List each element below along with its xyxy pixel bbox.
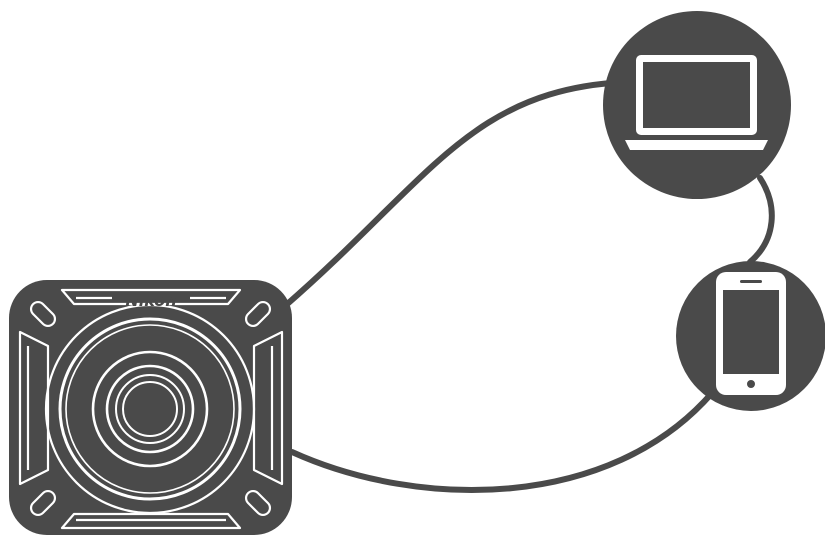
cable-camera-to-smartphone — [292, 393, 712, 490]
camera-icon: Nikon — [9, 280, 292, 535]
smartphone-icon — [716, 272, 786, 395]
laptop-device — [603, 11, 791, 199]
cable-camera-to-laptop — [285, 82, 625, 306]
camera-brand-logo: Nikon — [125, 291, 176, 310]
smartphone-device — [676, 261, 825, 411]
cable-laptop-to-smartphone — [750, 178, 772, 262]
